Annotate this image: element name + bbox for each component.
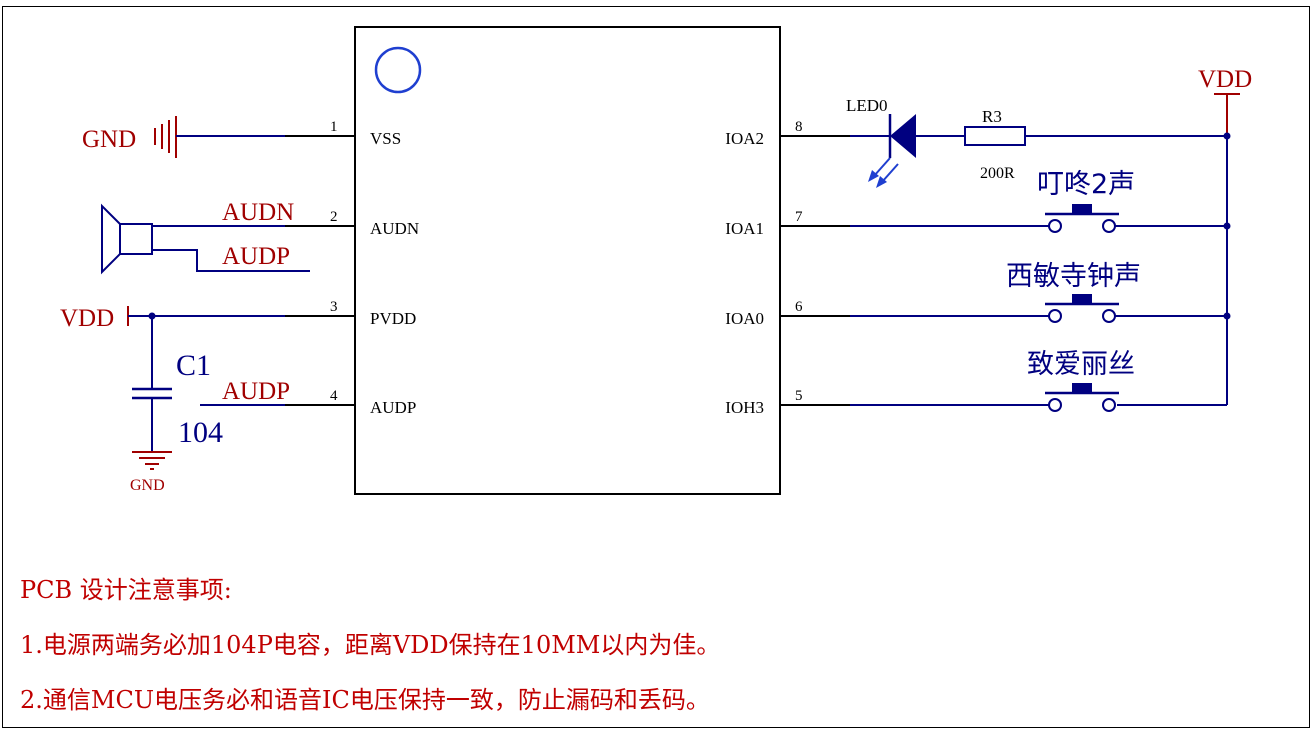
pin-name: IOA2 [725,129,764,148]
resistor-designator: R3 [982,107,1002,126]
pin-number: 4 [330,388,338,404]
audp-pin4-net: AUDP [200,378,290,406]
led-designator: LED0 [846,96,888,115]
button-3: 致爱丽丝 [850,349,1135,412]
pin-number: 1 [330,119,338,135]
resistor-value: 200R [980,165,1015,182]
pin-name: IOA0 [725,309,764,328]
vdd-right-rail: VDD [1117,66,1252,406]
notes-line-2: 2.通信MCU电压务必和语音IC电压保持一致，防止漏码和丢码。 [20,686,710,714]
pin-number: 8 [795,119,803,135]
pin-name: PVDD [370,309,416,328]
cap-value: 104 [178,416,223,449]
pin-number: 6 [795,299,803,315]
pin-number: 2 [330,209,338,225]
net-label-gnd-cap: GND [130,477,165,494]
pin-name: IOH3 [725,398,764,417]
notes-title: PCB 设计注意事项: [20,576,232,604]
net-label-audp-pin4: AUDP [222,378,290,405]
cap-designator: C1 [176,349,211,382]
ic-body [354,26,781,495]
pin-name: AUDP [370,398,416,417]
net-label-vdd: VDD [60,305,114,332]
button-label: 致爱丽丝 [1027,349,1135,380]
speaker-symbol: AUDN AUDP [101,199,310,275]
resistor-r3: R3 200R [964,107,1227,182]
pin-name: IOA1 [725,219,764,238]
vdd-left-net: VDD [60,305,285,388]
gnd-cap-symbol: GND [130,451,172,494]
ic-chip: 1 VSS 2 AUDN 3 PVDD 4 AUDP 8 IOA2 7 IOA1… [285,26,850,495]
pin-number: 7 [795,209,803,225]
net-label-audn: AUDN [222,199,294,226]
notes-line-1: 1.电源两端务必加104P电容，距离VDD保持在10MM以内为佳。 [20,631,721,659]
button-2: 西敏寺钟声 [850,261,1227,323]
button-1: 叮咚2声 [850,169,1227,233]
net-label-vdd-right: VDD [1198,66,1252,93]
gnd-left-symbol: GND [82,116,285,158]
diagram-frame [2,6,1310,728]
net-label-gnd: GND [82,126,136,153]
pin-number: 5 [795,388,803,404]
button-label: 叮咚2声 [1037,169,1135,200]
button-label: 西敏寺钟声 [1006,261,1141,292]
capacitor-c1: C1 104 [132,349,223,452]
led-led0: LED0 [846,96,965,188]
pin1-marker [374,46,422,94]
pin-name: VSS [370,129,401,148]
pin-name: AUDN [370,219,419,238]
pin-number: 3 [330,299,338,315]
net-label-audp: AUDP [222,243,290,270]
